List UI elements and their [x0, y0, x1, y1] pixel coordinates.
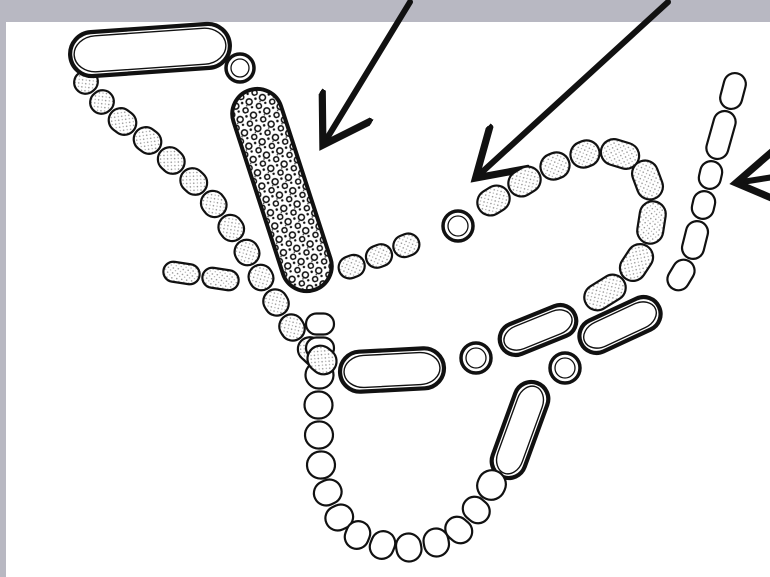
heterocyst-center-inner	[448, 216, 468, 236]
heterocyst-top-left-inner	[231, 59, 249, 77]
heterocyst-lower-right-inner	[555, 358, 575, 378]
pale-cell-bottom-loop-4	[304, 421, 334, 450]
heterocyst-lower-inner	[466, 348, 486, 368]
pale-cell-bottom-loop-3	[304, 391, 333, 419]
pale-cell-bottom-loop-5	[306, 451, 336, 480]
thick-walled-cell-top	[69, 22, 232, 77]
pale-cell-bottom-loop-0	[306, 314, 334, 335]
